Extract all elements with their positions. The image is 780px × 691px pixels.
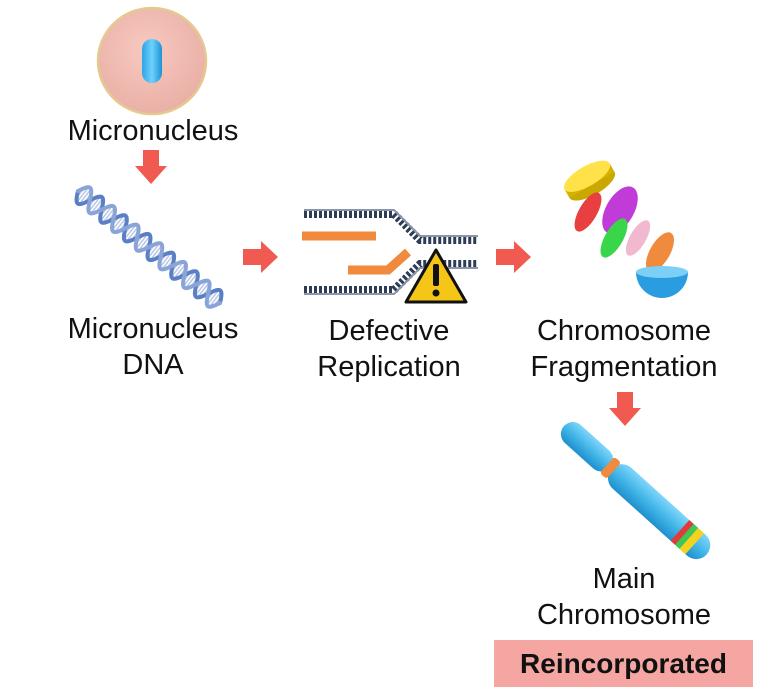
reincorporated-label: Reincorporated: [520, 648, 727, 679]
micronucleus-label: Micronucleus: [67, 115, 239, 147]
chromosome-fragmentation-label: Chromosome Fragmentation: [504, 313, 744, 385]
arrow-down-icon: [135, 150, 167, 184]
main-chromosome-icon: [560, 422, 711, 560]
chromosome-fragmentation-line2: Fragmentation: [530, 351, 718, 383]
dna-helix-icon: [74, 185, 224, 309]
main-chromosome-label: Main Chromosome: [504, 561, 744, 633]
replication-fork-icon: [302, 209, 478, 304]
defective-replication-line2: Replication: [317, 351, 461, 383]
reincorporated-badge: Reincorporated: [494, 640, 753, 687]
arrow-right-icon: [496, 241, 531, 273]
chromosome-fragments-icon: [563, 160, 688, 298]
defective-replication-line1: Defective: [328, 315, 450, 347]
replication-primer-stalled: [348, 248, 412, 275]
chromatin-icon: [142, 39, 162, 83]
warning-icon: [404, 248, 468, 304]
arrow-down-icon: [609, 392, 641, 426]
micronucleus-dna-line2: DNA: [122, 349, 184, 381]
micronucleus-dna-line1: Micronucleus: [67, 313, 239, 345]
micronucleus-cell-icon: [96, 6, 208, 116]
main-chromosome-line1: Main: [592, 563, 656, 595]
micronucleus-dna-label: Micronucleus DNA: [38, 311, 268, 383]
defective-replication-label: Defective Replication: [276, 313, 502, 385]
main-chromosome-line2: Chromosome: [536, 599, 712, 631]
chromosome-fragmentation-line1: Chromosome: [536, 315, 712, 347]
arrow-right-icon: [243, 241, 278, 273]
